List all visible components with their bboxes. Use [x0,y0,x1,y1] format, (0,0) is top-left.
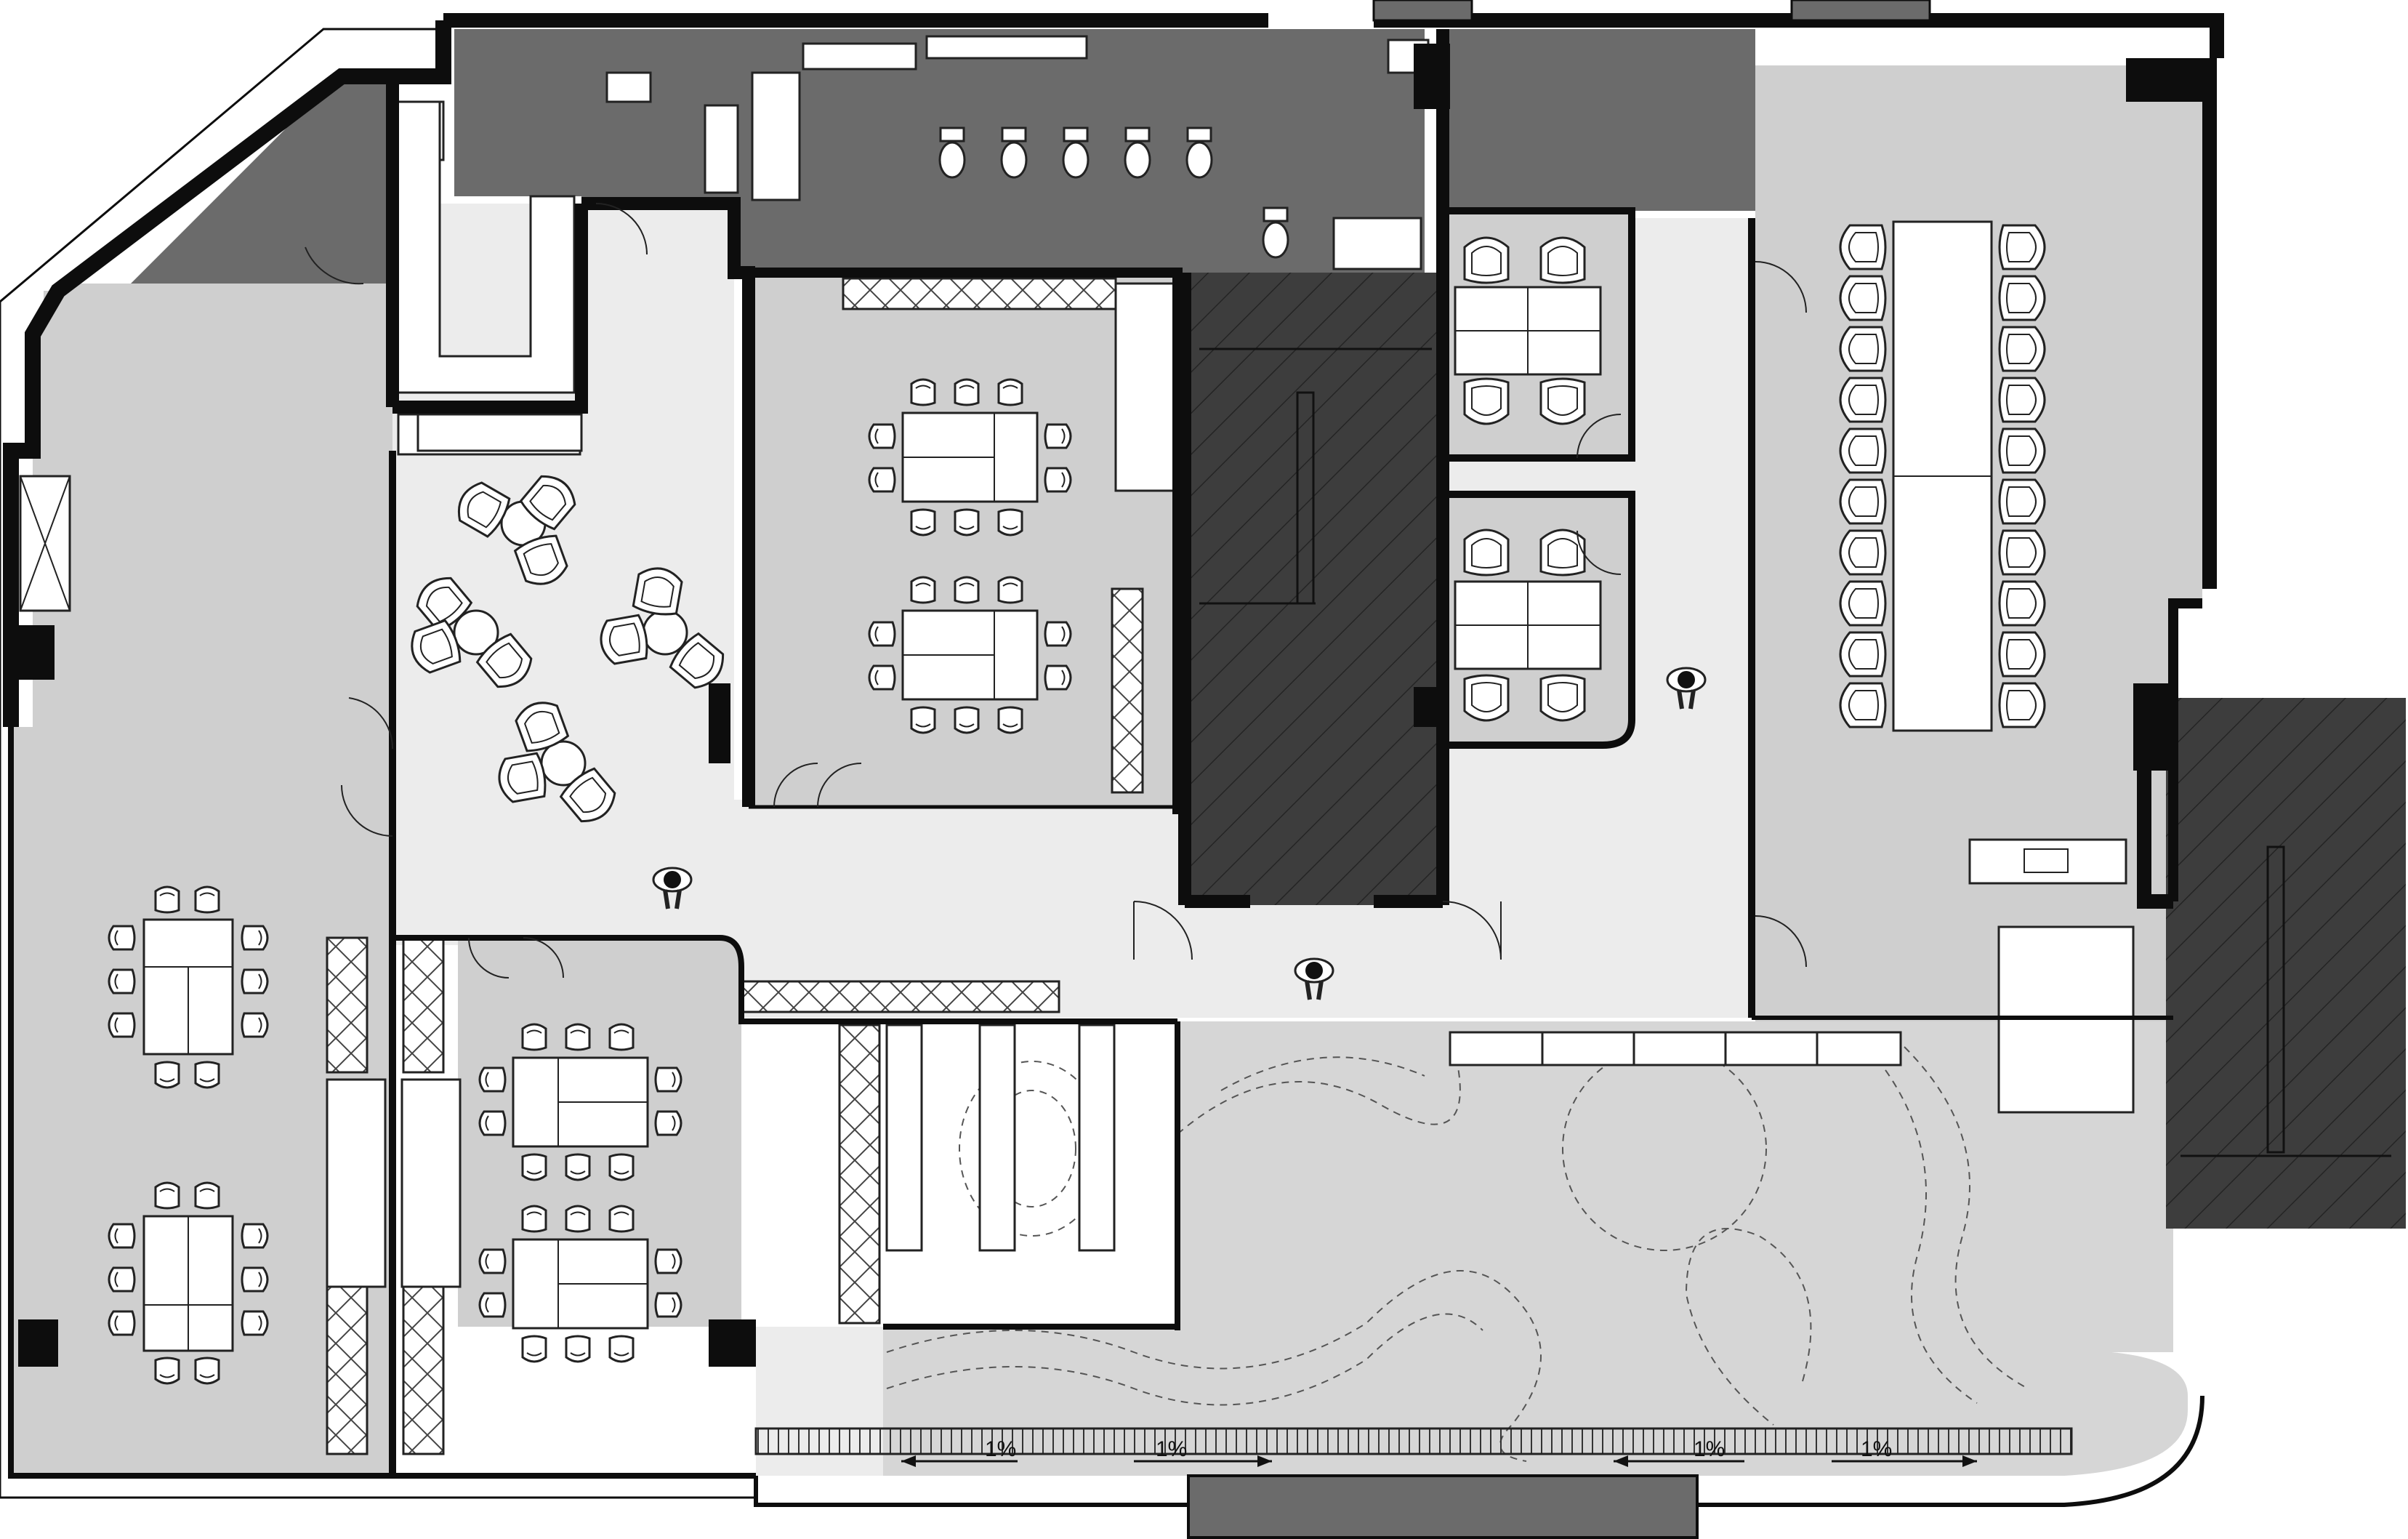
central-table-1 [868,378,1072,537]
terrace-landscape [886,1039,2029,1462]
ext-stair-hatch [2166,698,2406,1229]
terrace-benches [885,1024,1902,1252]
room-roof-terrace [749,1021,2188,1476]
boardroom-sink [2024,848,2069,873]
slope-label-3: 1% [1694,1437,1725,1461]
stair-lines [1199,347,2391,1157]
phone-booth-south-furniture [1454,529,1602,722]
north-window-2 [1790,0,1931,22]
restroom-fixtures [605,35,1430,270]
central-table-2 [868,576,1072,734]
lounge-bistro-tables [405,467,732,830]
south-table-2 [478,1205,682,1363]
slope-label-2: 1% [1156,1437,1187,1461]
south-table-1 [478,1023,682,1181]
storage-cabinets [326,277,1144,1455]
slope-annotations: 1% 1% 1% 1% [901,1437,1977,1467]
doors [305,203,1807,979]
room-restrooms [454,29,1425,273]
boardroom-table [1839,220,2046,732]
room-northwest-service [131,80,392,284]
phone-booth-north-furniture [1454,236,1602,425]
walls [0,13,2224,1507]
slope-label-4: 1% [1861,1437,1892,1461]
north-window-1 [1372,0,1473,22]
kitchen-counter [395,100,576,394]
furniture [19,35,2135,1455]
room-pantry [1446,29,1755,211]
south-balcony [1187,1474,1699,1539]
west-table-group-2 [108,1181,269,1385]
room-west-office-main [11,284,392,1476]
west-table-group-1 [108,885,269,1089]
kitchen-island [416,413,583,452]
slope-label-1: 1% [985,1437,1016,1461]
terrace-deck-edge [754,1427,2073,1455]
